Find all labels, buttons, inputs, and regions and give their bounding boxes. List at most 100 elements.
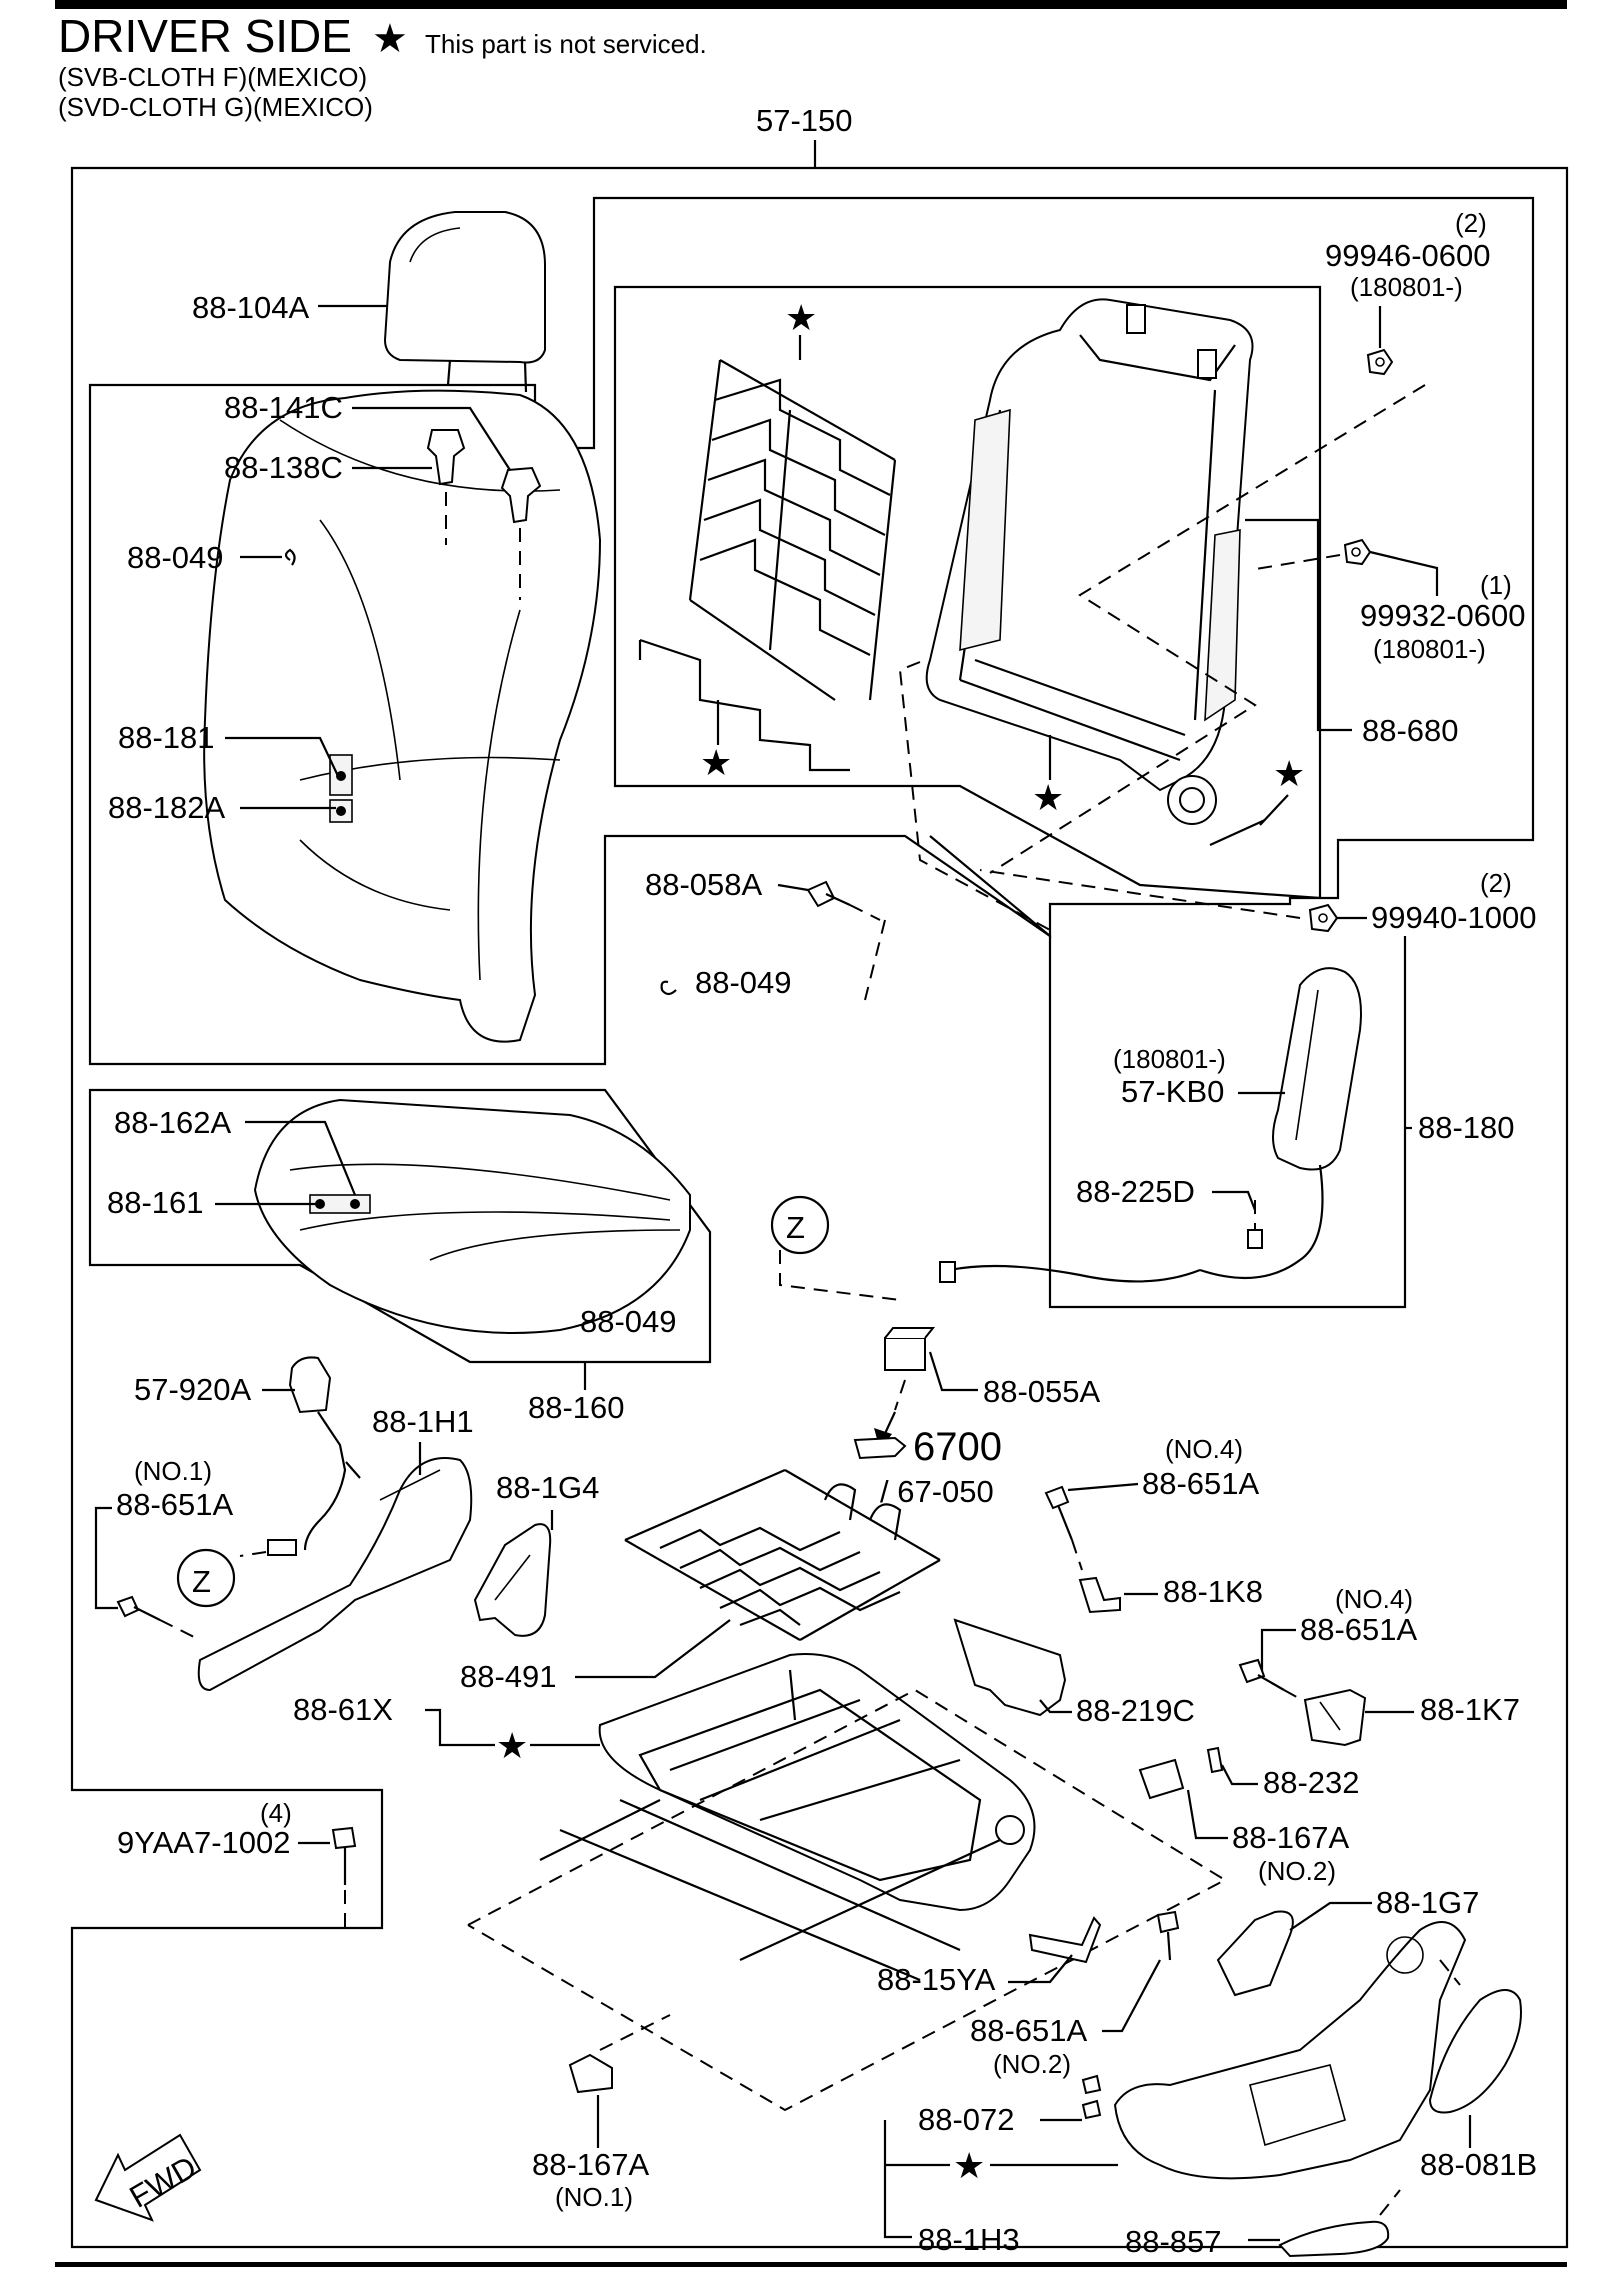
svg-text:6700: 6700 bbox=[913, 1425, 1002, 1469]
svg-text:88-049: 88-049 bbox=[127, 540, 224, 575]
svg-text:88-182A: 88-182A bbox=[108, 790, 226, 825]
clip-icon-b bbox=[660, 980, 677, 996]
svg-text:(NO.1): (NO.1) bbox=[134, 1456, 212, 1486]
cover-88-1G7: 88-1G7 bbox=[1216, 1885, 1479, 1997]
svg-text:/ 67-050: / 67-050 bbox=[880, 1474, 994, 1509]
svg-text:88-680: 88-680 bbox=[1362, 713, 1459, 748]
bolt-9YAA7-1002: (4) 9YAA7-1002 bbox=[117, 1798, 357, 1930]
svg-text:99946-0600: 99946-0600 bbox=[1325, 238, 1491, 273]
star-legend-note: This part is not serviced. bbox=[425, 29, 707, 59]
bolt-88-651A-no2: 88-651A (NO.2) bbox=[970, 1910, 1180, 2079]
bracket-88-1K8: 88-1K8 bbox=[1078, 1574, 1263, 1614]
callout-88-162A: 88-162A bbox=[114, 1105, 357, 1196]
headrest-guide-part bbox=[426, 429, 542, 600]
svg-text:(4): (4) bbox=[260, 1798, 292, 1828]
callout-88-049-c: 88-049 bbox=[580, 1304, 677, 1339]
backrest-frame-part bbox=[925, 298, 1266, 847]
svg-text:88-160: 88-160 bbox=[528, 1390, 625, 1425]
hinge-cover-88-1G4: 88-1G4 bbox=[473, 1470, 599, 1637]
fwd-arrow-icon: FWD bbox=[94, 2133, 202, 2222]
assembly-boundary bbox=[70, 166, 1569, 2249]
callout-88-104A: 88-104A bbox=[192, 290, 388, 325]
callout-99932-0600: (1) 99932-0600 (180801-) bbox=[1360, 550, 1526, 664]
svg-text:88-141C: 88-141C bbox=[224, 390, 343, 425]
svg-text:88-1K7: 88-1K7 bbox=[1420, 1692, 1520, 1727]
svg-text:(NO.1): (NO.1) bbox=[555, 2182, 633, 2212]
svg-text:88-081B: 88-081B bbox=[1420, 2147, 1537, 2182]
cushion-box bbox=[88, 1088, 712, 1364]
svg-text:88-072: 88-072 bbox=[918, 2102, 1015, 2137]
callout-88-182A: 88-182A bbox=[108, 790, 336, 825]
bolt-88-651A-no1: (NO.1) 88-651A bbox=[94, 1456, 234, 1641]
not-serviced-star-1: ★ bbox=[785, 298, 817, 339]
svg-text:Z: Z bbox=[786, 1210, 805, 1245]
svg-text:(NO.2): (NO.2) bbox=[993, 2049, 1071, 2079]
front-shield-part: 88-1H1 bbox=[197, 1404, 474, 1692]
seat-cushion-part bbox=[253, 1098, 691, 1334]
page-title: DRIVER SIDE bbox=[58, 10, 352, 62]
nut-99932 bbox=[1343, 538, 1372, 566]
backrest-cover-part bbox=[203, 389, 602, 1043]
svg-text:88-232: 88-232 bbox=[1263, 1765, 1360, 1800]
svg-text:99932-0600: 99932-0600 bbox=[1360, 598, 1526, 633]
bottom-rule bbox=[55, 2262, 1567, 2267]
svg-text:88-857: 88-857 bbox=[1125, 2224, 1222, 2259]
variant-line-2: (SVD-CLOTH G)(MEXICO) bbox=[58, 92, 373, 122]
callout-88-61X: 88-61X bbox=[293, 1692, 600, 1747]
svg-text:88-225D: 88-225D bbox=[1076, 1174, 1195, 1209]
headrest-part bbox=[383, 211, 546, 393]
svg-text:88-055A: 88-055A bbox=[983, 1374, 1101, 1409]
callout-88-491: 88-491 bbox=[460, 1619, 731, 1694]
svg-text:88-181: 88-181 bbox=[118, 720, 215, 755]
bolt-88-651A-no4-b: (NO.4) 88-651A bbox=[1238, 1584, 1418, 1701]
not-serviced-star-2: ★ bbox=[700, 743, 732, 784]
svg-text:(180801-): (180801-) bbox=[1373, 634, 1486, 664]
recline-knob-88-081B: 88-081B bbox=[1420, 1959, 1537, 2182]
svg-text:88-180: 88-180 bbox=[1418, 1110, 1515, 1145]
callout-88-161: 88-161 bbox=[107, 1185, 318, 1220]
svg-text:57-KB0: 57-KB0 bbox=[1121, 1074, 1224, 1109]
svg-text:(180801-): (180801-) bbox=[1350, 272, 1463, 302]
callout-57-KB0: (180801-) 57-KB0 bbox=[1113, 1044, 1285, 1109]
bolt-88-058A bbox=[806, 880, 881, 921]
callout-88-141C: 88-141C bbox=[224, 390, 511, 471]
seatbelt-buckle-part: 57-920A bbox=[134, 1356, 361, 1557]
frame-box bbox=[613, 285, 1322, 900]
svg-text:(NO.4): (NO.4) bbox=[1165, 1434, 1243, 1464]
svg-text:88-15YA: 88-15YA bbox=[877, 1962, 996, 1997]
svg-text:57-920A: 57-920A bbox=[134, 1372, 252, 1407]
top-rule bbox=[55, 0, 1567, 9]
star-legend-icon: ★ bbox=[372, 16, 408, 62]
callout-88-049-a: 88-049 bbox=[127, 540, 282, 575]
svg-text:(NO.2): (NO.2) bbox=[1258, 1856, 1336, 1886]
svg-text:88-138C: 88-138C bbox=[224, 450, 343, 485]
seat-frame-88-61X bbox=[539, 1653, 1036, 1982]
svg-text:(2): (2) bbox=[1455, 208, 1487, 238]
svg-text:88-167A: 88-167A bbox=[532, 2147, 650, 2182]
cover-88-219C: 88-219C bbox=[953, 1618, 1195, 1728]
not-serviced-star-7: ★ bbox=[953, 2146, 985, 2187]
not-serviced-star-4: ★ bbox=[1273, 754, 1305, 795]
callout-99946-0600: (2) 99946-0600 (180801-) bbox=[1325, 208, 1491, 348]
svg-text:88-1G4: 88-1G4 bbox=[496, 1470, 599, 1505]
callout-88-225D: 88-225D bbox=[1076, 1174, 1257, 1211]
svg-text:(180801-): (180801-) bbox=[1113, 1044, 1226, 1074]
lever-88-857: 88-857 bbox=[1125, 2189, 1401, 2259]
variant-line-1: (SVB-CLOTH F)(MEXICO) bbox=[58, 62, 367, 92]
svg-text:88-651A: 88-651A bbox=[1300, 1612, 1418, 1647]
svg-text:88-651A: 88-651A bbox=[116, 1487, 234, 1522]
bracket-88-15YA: 88-15YA bbox=[877, 1916, 1102, 1997]
nut-99946 bbox=[1366, 348, 1394, 376]
not-serviced-star-5: ★ bbox=[496, 1726, 528, 1767]
clip-88-232: 88-232 bbox=[1206, 1746, 1360, 1800]
airbag-harness bbox=[939, 1200, 1263, 1283]
callout-88-049-b: 88-049 bbox=[695, 965, 792, 1000]
backrest-spring-part bbox=[638, 359, 897, 772]
svg-text:88-61X: 88-61X bbox=[293, 1692, 393, 1727]
callout-88-058A: 88-058A bbox=[645, 867, 809, 902]
svg-text:88-651A: 88-651A bbox=[970, 2013, 1088, 2048]
svg-text:88-049: 88-049 bbox=[580, 1304, 677, 1339]
airbag-box bbox=[929, 835, 1407, 1309]
svg-text:99940-1000: 99940-1000 bbox=[1371, 900, 1537, 935]
seat-spring-mat-88-491 bbox=[624, 1468, 941, 1641]
